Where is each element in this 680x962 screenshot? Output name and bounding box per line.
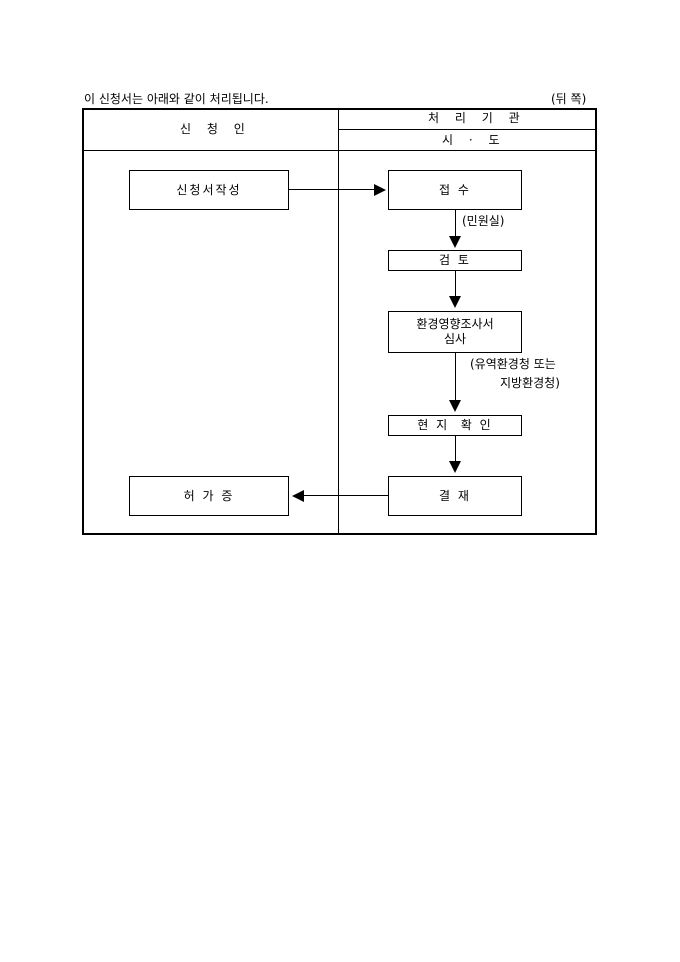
agency-column-header: 처 리 기 관 (428, 111, 526, 125)
arrow-line-to-permit (303, 495, 388, 496)
approval-label: 결 재 (439, 488, 471, 503)
arrow-line-eia-site (455, 353, 456, 401)
receipt-note: (민원실) (462, 214, 505, 228)
arrow-line-receipt-review (455, 210, 456, 236)
site-check-box: 현 지 확 인 (388, 415, 522, 436)
process-table (82, 108, 597, 535)
agency-sub-header: 시 · 도 (442, 133, 506, 147)
review-box: 검 토 (388, 250, 522, 271)
write-application-box: 신청서작성 (129, 170, 289, 210)
eia-note-line-2: 지방환경청) (500, 376, 560, 390)
agency-header-divider (338, 129, 596, 130)
permit-label: 허 가 증 (183, 488, 235, 503)
arrow-line-review-eia (455, 271, 456, 297)
site-check-label: 현 지 확 인 (417, 418, 493, 432)
eia-note-line-1: (유역환경청 또는 (470, 357, 556, 371)
approval-box: 결 재 (388, 476, 522, 516)
arrow-head-site-approval (449, 461, 461, 473)
process-note: 이 신청서는 아래와 같이 처리됩니다. (84, 92, 269, 106)
arrow-line-to-receipt (289, 189, 375, 190)
header-divider (83, 150, 596, 151)
write-application-label: 신청서작성 (176, 182, 242, 197)
arrow-head-receipt-review (449, 236, 461, 248)
arrow-head-eia-site (449, 400, 461, 412)
eia-review-label-2: 심사 (443, 332, 467, 346)
arrow-head-to-receipt (374, 184, 386, 196)
eia-review-label-1: 환경영향조사서 (416, 317, 494, 331)
page-side-label: (뒤 쪽) (551, 92, 587, 106)
receipt-label: 접 수 (439, 182, 471, 197)
permit-box: 허 가 증 (129, 476, 289, 516)
column-divider (338, 109, 339, 534)
arrow-head-to-permit (292, 490, 304, 502)
receipt-box: 접 수 (388, 170, 522, 210)
arrow-head-review-eia (449, 296, 461, 308)
review-label: 검 토 (439, 253, 471, 267)
applicant-column-header: 신 청 인 (180, 122, 251, 136)
arrow-line-site-approval (455, 436, 456, 462)
eia-review-box: 환경영향조사서 심사 (388, 311, 522, 353)
